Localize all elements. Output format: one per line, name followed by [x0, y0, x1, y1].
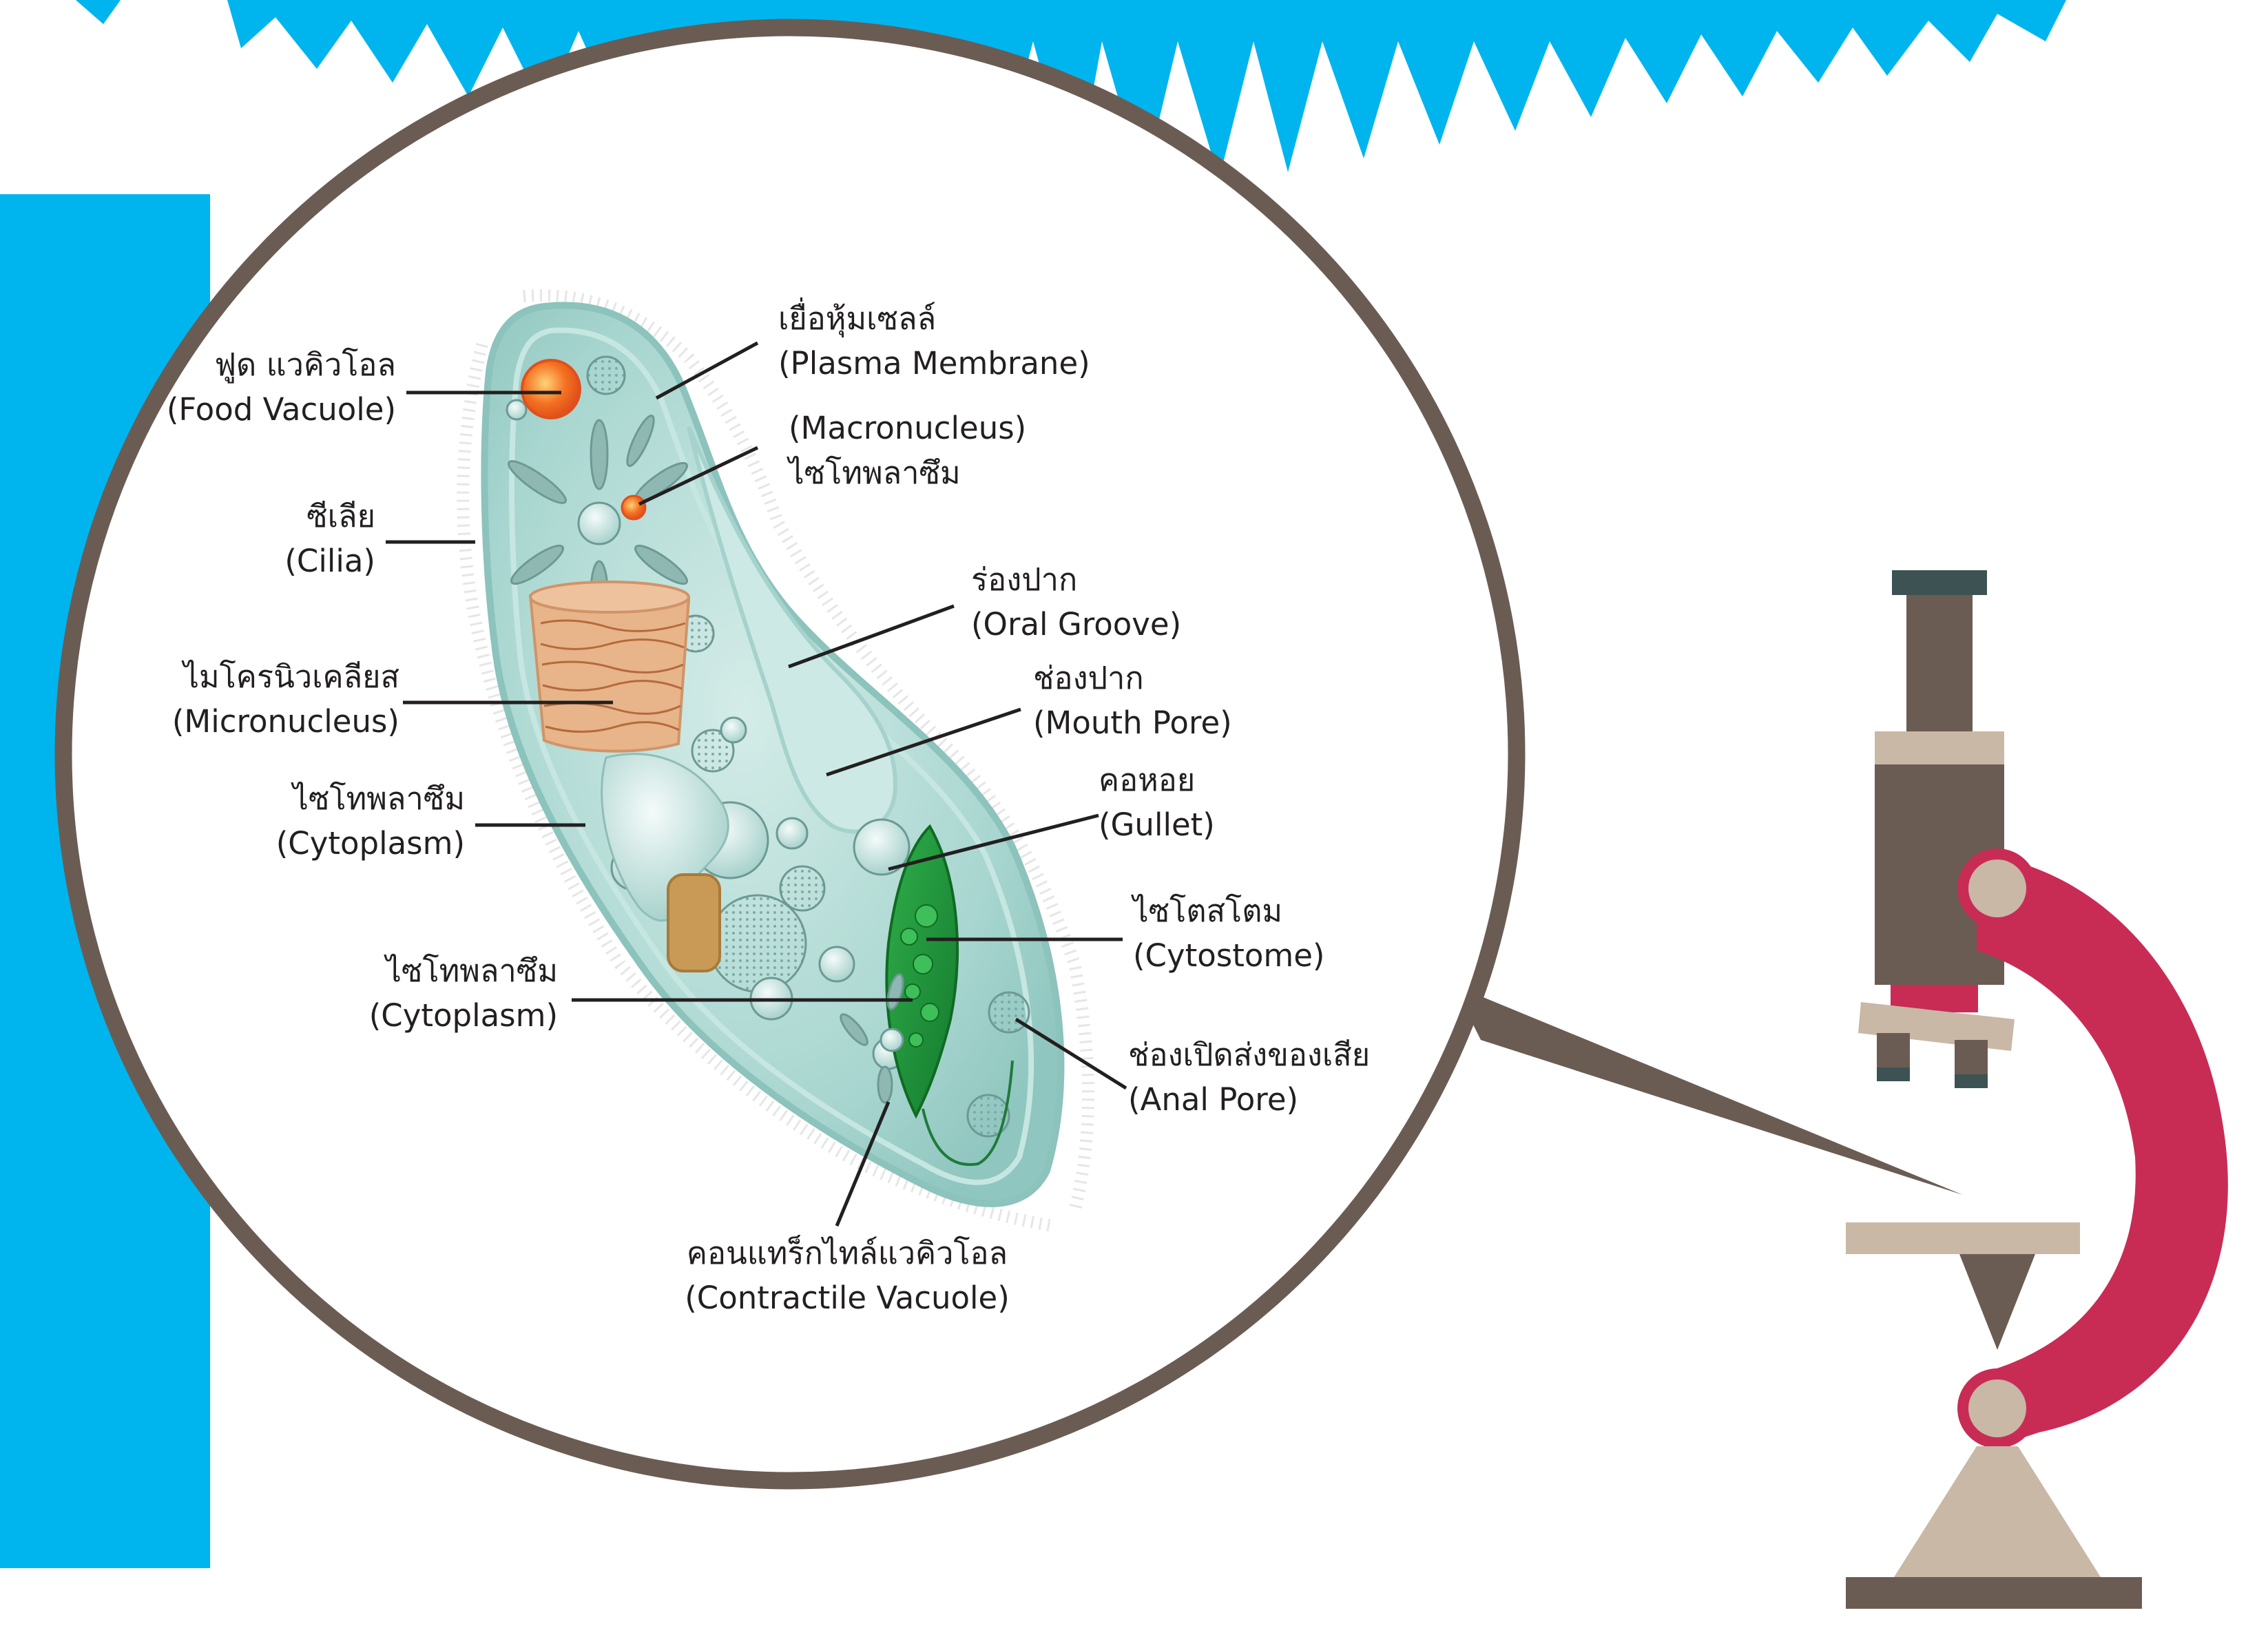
label-food-vacuole-thai: ฟูด แวคิวโอล [214, 346, 396, 384]
label-plasma-membrane-thai: เยื่อหุ้มเซลล์ [778, 297, 936, 337]
microscope-collar [1875, 731, 2004, 764]
label-micronucleus-en: (Micronucleus) [172, 703, 399, 740]
label-mouth-pore-en: (Mouth Pore) [1033, 705, 1232, 741]
label-gullet-en: (Gullet) [1099, 806, 1215, 843]
label-contractile-vacuole-en: (Contractile Vacuole) [685, 1280, 1010, 1316]
label-cilia-en: (Cilia) [284, 543, 375, 579]
microscope-base-cone [1894, 1446, 2101, 1577]
microscope-base [1846, 1577, 2142, 1609]
label-cytoplasm-left-en: (Cytoplasm) [276, 825, 465, 862]
label-mouth-pore-thai: ช่องปาก [1033, 660, 1144, 696]
microscope [1846, 570, 2228, 1609]
label-macronucleus-thai: ไซโทพลาซึม [787, 455, 961, 491]
label-cytostome-thai: ไซโตสโตม [1131, 893, 1282, 929]
food-vacuole-orange [522, 360, 580, 418]
micronucleus [530, 582, 689, 751]
label-cytoplasm-center-thai: ไซโทพลาซึม [384, 952, 558, 989]
microscope-condenser [1959, 1254, 2035, 1350]
microscope-stage [1846, 1222, 2080, 1254]
label-cytostome-en: (Cytostome) [1133, 937, 1324, 974]
label-cilia-thai: ซีเลีย [306, 498, 375, 534]
macronucleus-orange [622, 496, 645, 519]
label-micronucleus-thai: ไมโครนิวเคลียส [181, 658, 399, 695]
label-contractile-vacuole-thai: คอนแทร็กไทล์แวคิวโอล [687, 1235, 1008, 1271]
microscope-arm [1977, 854, 2228, 1446]
label-anal-pore-en: (Anal Pore) [1128, 1081, 1298, 1118]
label-plasma-membrane-en: (Plasma Membrane) [778, 345, 1090, 382]
microscope-eyepiece-cap [1892, 570, 1987, 595]
label-cytoplasm-left-thai: ไซโทพลาซึม [291, 780, 465, 817]
label-anal-pore-thai: ช่องเปิดส่งของเสีย [1128, 1036, 1370, 1073]
label-food-vacuole-en: (Food Vacuole) [167, 391, 396, 428]
label-macronucleus-en: (Macronucleus) [789, 410, 1026, 446]
label-cytoplasm-center-en: (Cytoplasm) [369, 997, 558, 1034]
microscope-eyepiece [1906, 595, 1973, 733]
label-gullet-thai: คอหอย [1099, 762, 1195, 798]
label-oral-groove-thai: ร่องปาก [971, 561, 1077, 598]
brown-vacuole [668, 875, 720, 971]
label-oral-groove-en: (Oral Groove) [971, 606, 1181, 643]
